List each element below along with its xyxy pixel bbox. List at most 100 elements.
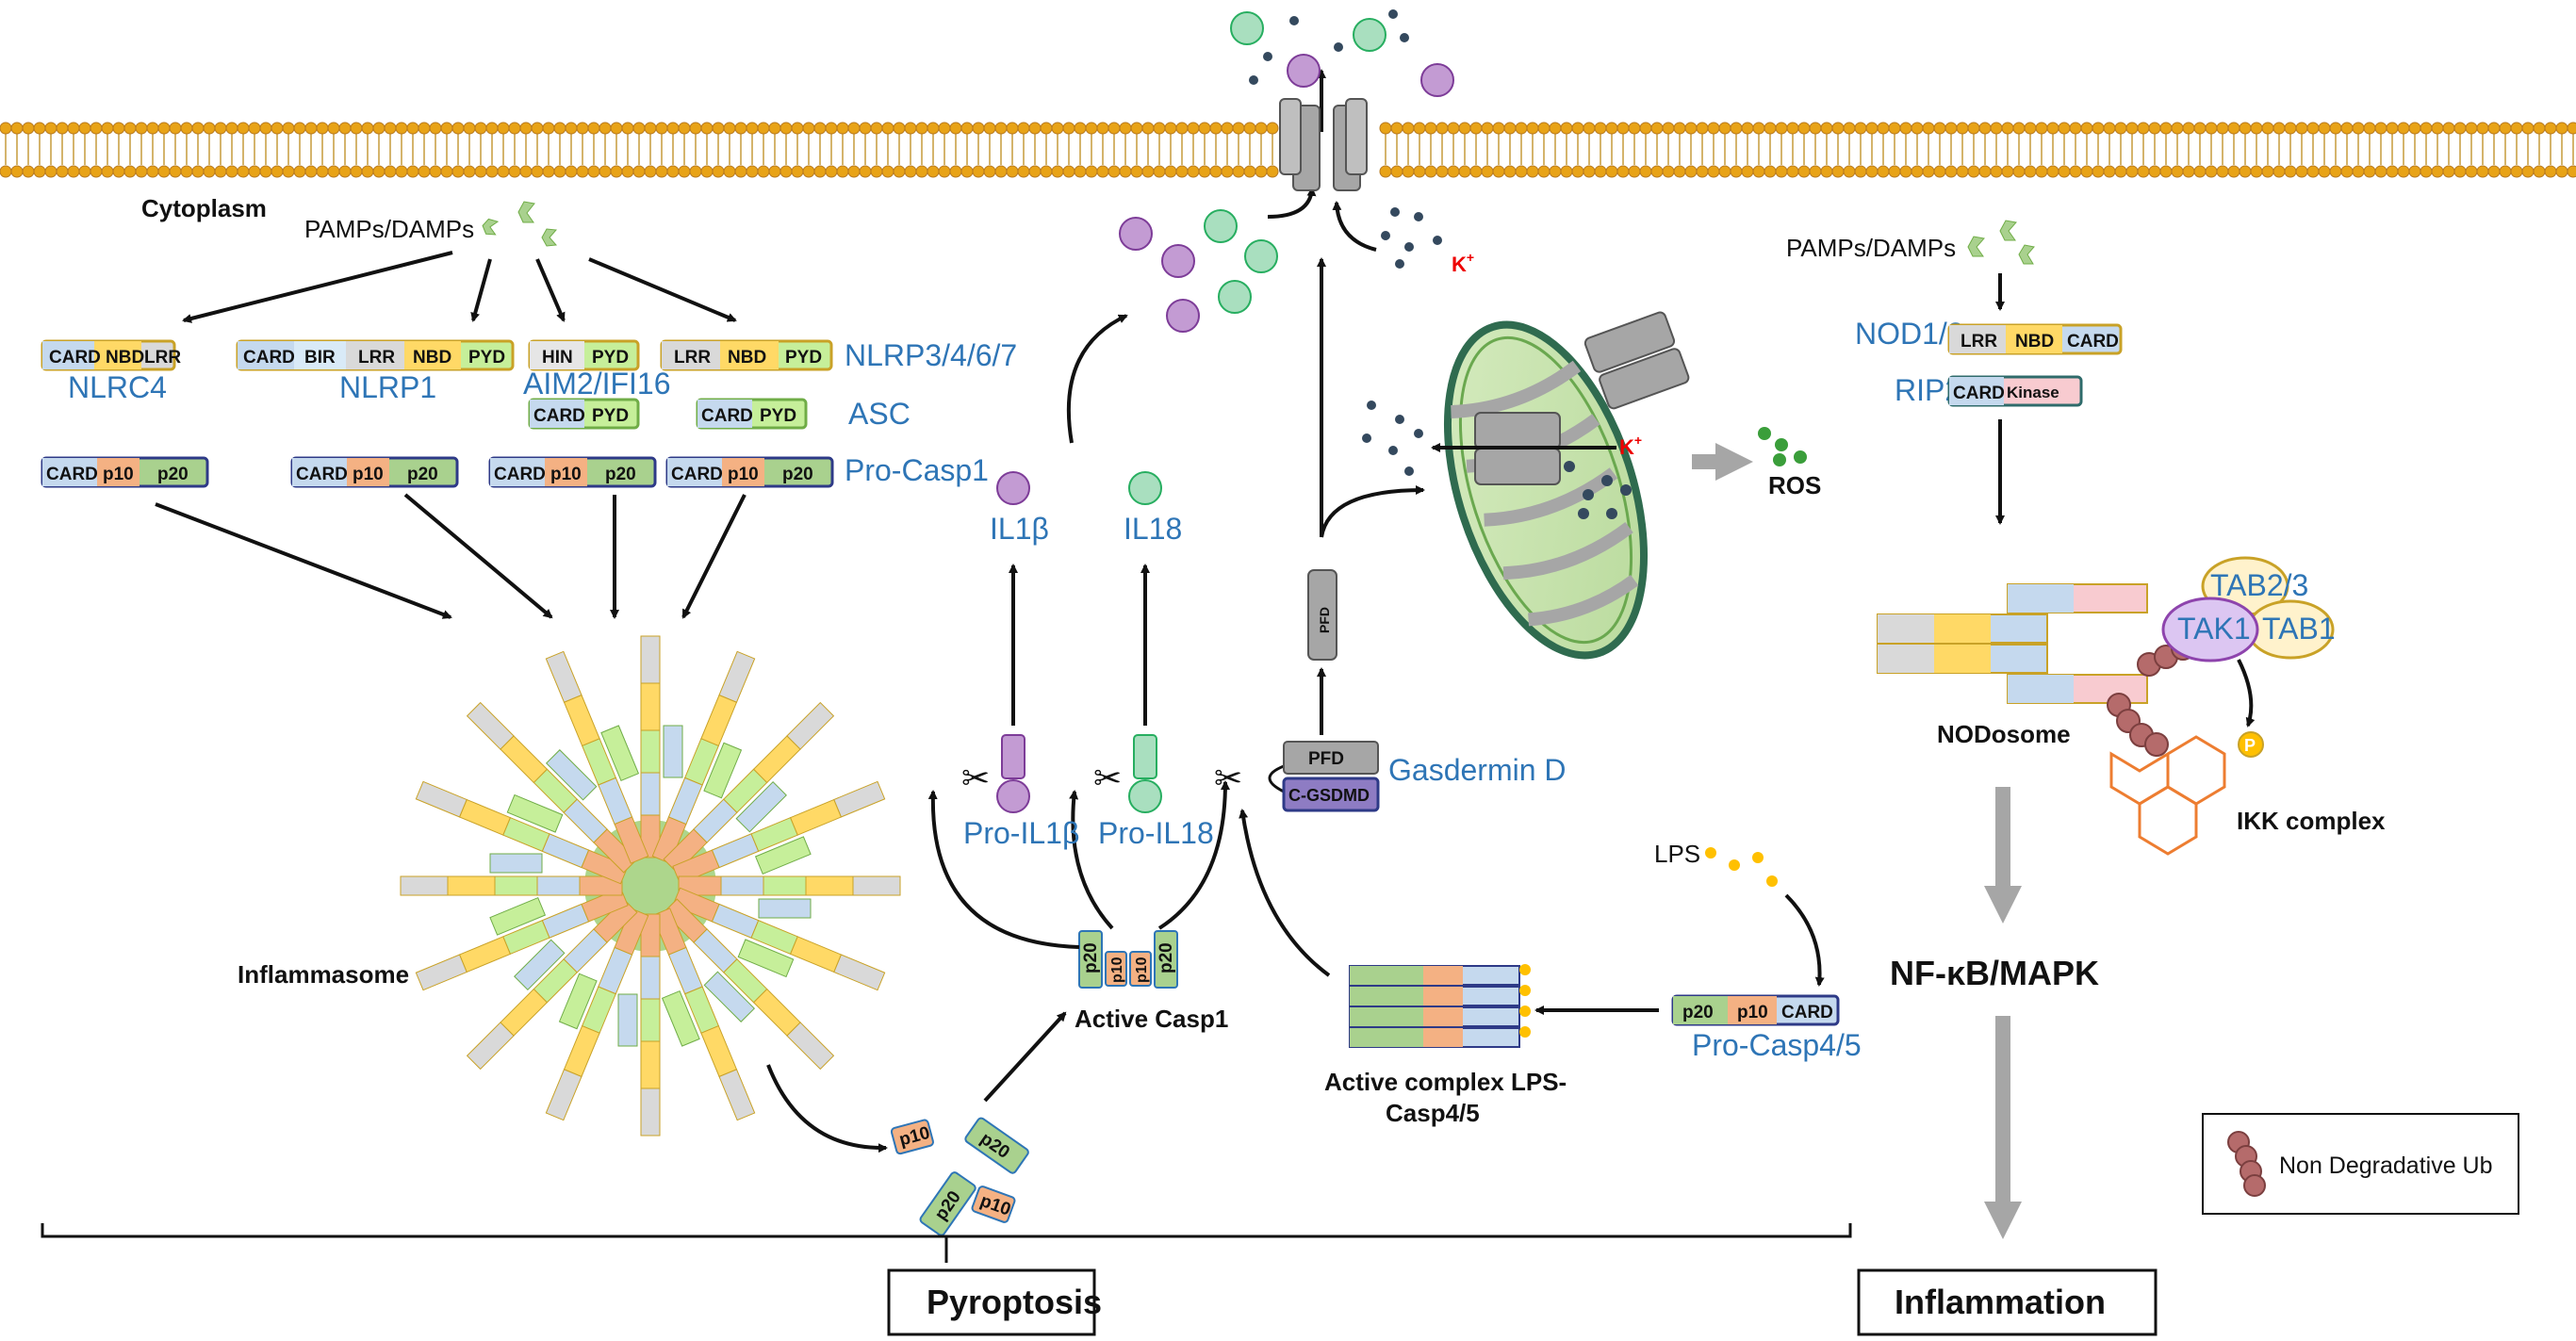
arrow-pfd-mito: [1320, 485, 1425, 538]
phosphate-label: P: [2244, 736, 2256, 755]
pyroptosis-box: [887, 1268, 1096, 1336]
procasp45-label: Pro-Casp4/5: [1692, 1028, 1862, 1062]
arrow-casp-b: [403, 493, 553, 619]
arrow-pamps-aim2: [535, 258, 566, 322]
gasdermin-label: Gasdermin D: [1388, 753, 1567, 787]
aim2-label: AIM2/IFI16: [523, 367, 671, 401]
ros-label: ROS: [1768, 471, 1821, 499]
il18-molecule: [1128, 471, 1162, 505]
arrow-cytokine-efflux: [1267, 187, 1317, 219]
svg-text:CARD: CARD: [1781, 1003, 1833, 1022]
mitochondrion: [1443, 311, 1690, 660]
il1b-molecule: [996, 471, 1030, 505]
arrow-tak1-ikk: [2237, 659, 2256, 728]
il18-label: IL18: [1124, 512, 1182, 546]
phosphate-icon: [2238, 731, 2264, 758]
arrow-to-active-casp1: [983, 1011, 1067, 1103]
svg-text:p20: p20: [1157, 942, 1176, 973]
svg-text:p20: p20: [1682, 1003, 1714, 1022]
pamps-right-label: PAMPs/DAMPs: [1786, 234, 1956, 262]
pro-il18: [1128, 734, 1162, 813]
arrow-casp-a: [155, 502, 452, 619]
casp1-fragments: p10 p20 p20 p10: [890, 1117, 1029, 1236]
cytokine-cluster: [1119, 209, 1278, 333]
ikk-complex: [2109, 735, 2226, 856]
inflammasome-complex: [400, 635, 901, 1137]
svg-text:NBD: NBD: [2015, 332, 2054, 352]
aim2-protein: HIN PYD: [528, 339, 640, 371]
nfkb-label: NF-κB/MAPK: [1890, 954, 2099, 992]
arrow-pamps-nlrp3: [588, 257, 737, 322]
svg-text:PYD: PYD: [592, 406, 629, 426]
ikk-label: IKK complex: [2237, 807, 2386, 835]
potassium-mito-label: K+: [1619, 433, 1642, 459]
asc-protein-2: CARD PYD: [696, 398, 808, 430]
nlrp3-protein: LRR NBD PYD: [660, 339, 833, 371]
nlrp1-protein: CARD BIR LRR NBD PYD: [236, 339, 515, 371]
active-complex-lps-casp45: [1349, 964, 1531, 1048]
svg-text:BIR: BIR: [304, 348, 336, 368]
svg-text:PFD: PFD: [1308, 749, 1344, 769]
lps-label: LPS: [1654, 840, 1700, 868]
active-complex-label-2: Casp4/5: [1386, 1099, 1480, 1127]
potassium-ions-top: [1381, 207, 1442, 269]
nlrp3-label: NLRP3/4/6/7: [845, 338, 1017, 372]
svg-text:NBD: NBD: [728, 348, 766, 368]
svg-text:CARD: CARD: [2067, 332, 2119, 352]
svg-text:LRR: LRR: [674, 348, 711, 368]
pyroptosis-label: Pyroptosis: [927, 1283, 1102, 1321]
svg-text:C-GSDMD: C-GSDMD: [1288, 786, 1370, 805]
procasp1-label: Pro-Casp1: [845, 453, 989, 487]
asc-label: ASC: [848, 397, 911, 431]
pfd-monomer: PFD: [1307, 569, 1337, 661]
tab1-label: TAB1: [2262, 612, 2336, 646]
svg-text:CARD: CARD: [1953, 384, 2005, 403]
legend-box: Non Degradative Ub: [2202, 1113, 2519, 1215]
nodosome-label: NODosome: [1937, 720, 2071, 748]
svg-text:p10: p10: [103, 465, 134, 484]
svg-text:p20: p20: [1081, 942, 1101, 973]
gasdermin-pore: [1279, 98, 1368, 191]
svg-text:CARD: CARD: [46, 465, 98, 484]
tak1: [2161, 597, 2259, 662]
potassium-ions-mito: [1362, 401, 1423, 476]
arrow-casp1-proil18: [1069, 790, 1114, 930]
scissors-icon: ✂: [1214, 759, 1242, 797]
inflammation-box: [1857, 1268, 2158, 1336]
legend-ub-label: Non Degradative Ub: [2279, 1153, 2493, 1179]
nodosome-complex: [1877, 583, 2148, 704]
gasdermin-d: PFD C-GSDMD: [1268, 741, 1380, 812]
arrow-pamps-nlrp1: [470, 258, 492, 322]
cytoplasm-label: Cytoplasm: [141, 194, 267, 222]
svg-text:PYD: PYD: [468, 348, 505, 368]
active-complex-label-1: Active complex LPS-: [1324, 1068, 1567, 1096]
svg-text:p10: p10: [550, 465, 582, 484]
svg-text:Kinase: Kinase: [2007, 384, 2059, 401]
nlrc4-protein: CARD NBD LRR: [41, 339, 181, 371]
arrow-k-efflux: [1332, 201, 1377, 252]
procasp45-protein: p20 p10 CARD: [1671, 994, 1840, 1026]
svg-text:PYD: PYD: [592, 348, 629, 368]
released-molecules: [1230, 9, 1454, 97]
pamps-right-stars-icon: [1967, 220, 2035, 265]
svg-text:p10: p10: [1109, 957, 1125, 983]
inflammasome-label: Inflammasome: [238, 960, 409, 989]
pro-il1b-label: Pro-IL1β: [963, 816, 1079, 850]
svg-text:CARD: CARD: [296, 465, 348, 484]
svg-text:PYD: PYD: [785, 348, 822, 368]
lps-molecules: [1705, 847, 1778, 887]
rip2-protein: CARD Kinase: [1947, 375, 2083, 407]
svg-text:CARD: CARD: [494, 465, 546, 484]
tak1-label: TAK1: [2177, 612, 2251, 646]
arrow-casp1-proil1b: [927, 790, 1080, 949]
scissors-icon: ✂: [1093, 759, 1122, 797]
pro-il1b: [996, 734, 1030, 813]
arrow-to-fragments: [766, 1064, 888, 1153]
pro-il18-label: Pro-IL18: [1098, 816, 1214, 850]
ros-molecules: [1758, 427, 1807, 466]
